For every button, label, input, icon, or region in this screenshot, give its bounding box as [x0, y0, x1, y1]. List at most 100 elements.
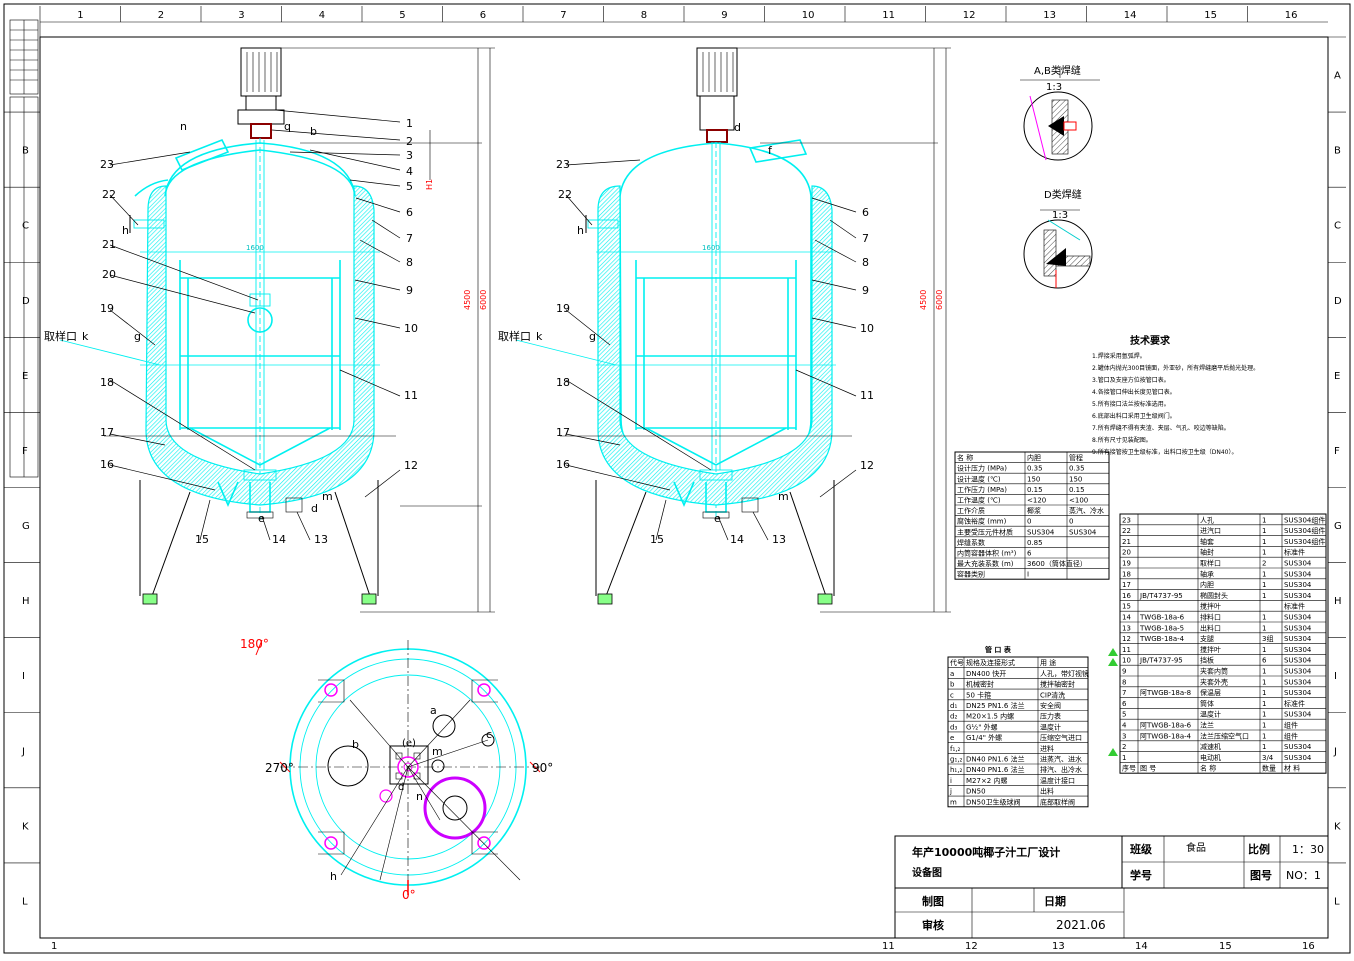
- table-cell: 1: [1262, 700, 1266, 708]
- table-cell: 温度计: [1040, 722, 1061, 731]
- table-cell: 组件: [1284, 721, 1298, 730]
- nozzle-letter: h: [330, 870, 337, 883]
- table-cell: 取样口: [1200, 559, 1221, 568]
- table-cell: SUS304: [1284, 743, 1312, 751]
- table-cell: 1: [1262, 527, 1266, 535]
- table-cell: 0.15: [1069, 486, 1085, 494]
- grid-col-label: 6: [480, 10, 486, 21]
- table-cell: 进汽口: [1200, 526, 1221, 535]
- table-cell: 11: [1122, 646, 1131, 654]
- callout: 6: [406, 206, 413, 219]
- grid-row-label: E: [22, 371, 28, 382]
- callout: 23: [100, 158, 114, 171]
- tech-line: 6.底部出料口采用卫生级阀门。: [1092, 412, 1176, 420]
- table-cell: g₁,₂: [950, 756, 962, 764]
- table-cell: 1: [1262, 624, 1266, 632]
- angle-label: 270°: [265, 761, 294, 775]
- table-cell: SUS304: [1284, 754, 1312, 762]
- callout: 19: [556, 302, 570, 315]
- table-cell: 轴承: [1200, 569, 1214, 578]
- nozzle-letter: b: [310, 125, 317, 138]
- callout: 7: [406, 232, 413, 245]
- table-cell: 20: [1122, 549, 1131, 557]
- callout: 1: [406, 117, 413, 130]
- table-cell: j: [949, 788, 952, 796]
- table-cell: 21: [1122, 538, 1131, 546]
- grid-col-label: 8: [641, 10, 647, 21]
- table-cell: 1: [1262, 581, 1266, 589]
- detail-scale: 1:3: [1046, 82, 1062, 93]
- table-cell: 1: [1262, 516, 1266, 524]
- table-cell: 17: [1122, 581, 1131, 589]
- drawing-no-label: 图号: [1250, 869, 1272, 882]
- nozzle-letter: e: [714, 512, 721, 525]
- table-cell: 1: [1262, 678, 1266, 686]
- table-cell: 1: [1262, 538, 1266, 546]
- table-cell: f₁,₂: [950, 745, 960, 753]
- grid-row-label: L: [1334, 896, 1340, 907]
- table-cell: 工作温度 (℃): [957, 496, 1001, 505]
- table-cell: 1: [1262, 614, 1266, 622]
- table-cell: SUS304: [1284, 657, 1312, 665]
- grid-col-label: 4: [319, 10, 325, 21]
- nozzle-letter: d: [311, 502, 318, 515]
- table-cell: 机械密封: [966, 680, 994, 689]
- table-cell: 搅拌轴密封: [1040, 680, 1075, 689]
- table-cell: 压缩空气进口: [1040, 733, 1082, 742]
- angle-label: 0°: [402, 888, 416, 902]
- dim-4500: 4500: [919, 290, 928, 310]
- table-cell: 法兰压缩空气口: [1200, 731, 1249, 740]
- detail-title: A,B类焊缝: [1034, 64, 1081, 77]
- drawing-subtitle: 设备图: [912, 866, 942, 879]
- callout: 16: [100, 458, 114, 471]
- grid-col-label: 14: [1124, 10, 1137, 21]
- table-cell: 标准件: [1284, 548, 1305, 557]
- left-callouts: 1 2 3 4 5 6 7 8 9 10 11 12 13 14 15 16 1…: [44, 117, 488, 546]
- grid-row-label: K: [22, 821, 29, 832]
- nozzle-letter: g: [589, 330, 596, 343]
- table-cell: DN40 PN1.6 法兰: [966, 755, 1025, 764]
- table-cell: e: [950, 734, 954, 742]
- table-cell: 1: [1262, 570, 1266, 578]
- grid-col-label: 13: [1052, 941, 1065, 952]
- table-cell: 6: [1122, 700, 1127, 708]
- nozzle-letter: k: [536, 330, 543, 343]
- table-cell: 法兰: [1200, 721, 1214, 730]
- table-cell: 容器类别: [957, 570, 985, 579]
- table-cell: DN25 PN1.6 法兰: [966, 701, 1025, 710]
- table-cell: 腐蚀裕度 (mm): [957, 517, 1007, 526]
- grid-row-label: F: [22, 446, 28, 457]
- tech-line: 9.所有接管按卫生级标准，出料口按卫生级（DN40）。: [1092, 448, 1237, 456]
- callout: 10: [404, 322, 418, 335]
- table-cell: TWGB-18a-4: [1139, 635, 1185, 643]
- table-cell: 1: [1262, 646, 1266, 654]
- table-cell: 排汽、出冷水: [1040, 765, 1082, 774]
- detail-scale: 1:3: [1052, 210, 1068, 221]
- tech-line: 3.管口及支座方位按管口表。: [1092, 376, 1170, 384]
- table-cell: 5: [1122, 711, 1126, 719]
- grid-row-label: J: [1333, 746, 1337, 757]
- table-cell: 3/4: [1262, 754, 1274, 762]
- table-cell: 代号: [950, 658, 964, 667]
- support-legs: [139, 480, 379, 605]
- nozzle-letter: m: [432, 745, 443, 758]
- table-cell: 1: [1262, 711, 1266, 719]
- callout: 17: [556, 426, 570, 439]
- plan-view: [255, 639, 541, 895]
- weld-labels: A,B类焊缝 1:3 D类焊缝 1:3: [1034, 64, 1082, 221]
- dim-1600: 1600: [246, 244, 264, 252]
- table-cell: SUS304: [1284, 668, 1312, 676]
- tech-line: 5.所有接口法兰按标准选用。: [1092, 400, 1170, 408]
- callout: 14: [730, 533, 744, 546]
- table-cell: 12: [1122, 635, 1131, 643]
- table-cell: 1: [1122, 754, 1126, 762]
- table-cell: 材 料: [1284, 764, 1300, 773]
- grid-row-label: F: [1334, 446, 1340, 457]
- table-cell: m: [950, 798, 957, 806]
- table-cell: 0.85: [1027, 539, 1043, 547]
- table-cell: c: [950, 691, 954, 699]
- table-cell: SUS304: [1027, 528, 1055, 536]
- table-cell: 支腿: [1200, 634, 1214, 643]
- grid-row-label: J: [21, 746, 25, 757]
